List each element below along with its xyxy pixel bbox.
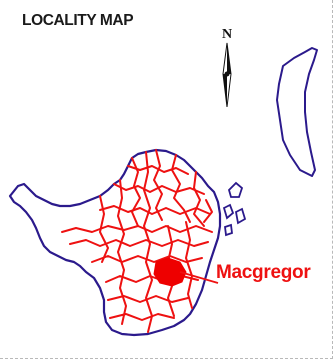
main-island-coastline: [8, 148, 222, 337]
island-east: [276, 47, 318, 177]
north-label: N: [222, 27, 233, 42]
north-arrow-icon: [222, 42, 232, 108]
map-title: LOCALITY MAP: [22, 12, 134, 29]
macgregor-area: [153, 257, 187, 287]
macgregor-label: Macgregor: [216, 262, 311, 283]
islet-2: [222, 203, 235, 220]
islet-3: [234, 207, 247, 225]
islet-4: [224, 223, 233, 237]
islet-1: [227, 181, 244, 198]
internal-boundaries: [61, 149, 213, 333]
label-leader-line: [179, 271, 219, 284]
